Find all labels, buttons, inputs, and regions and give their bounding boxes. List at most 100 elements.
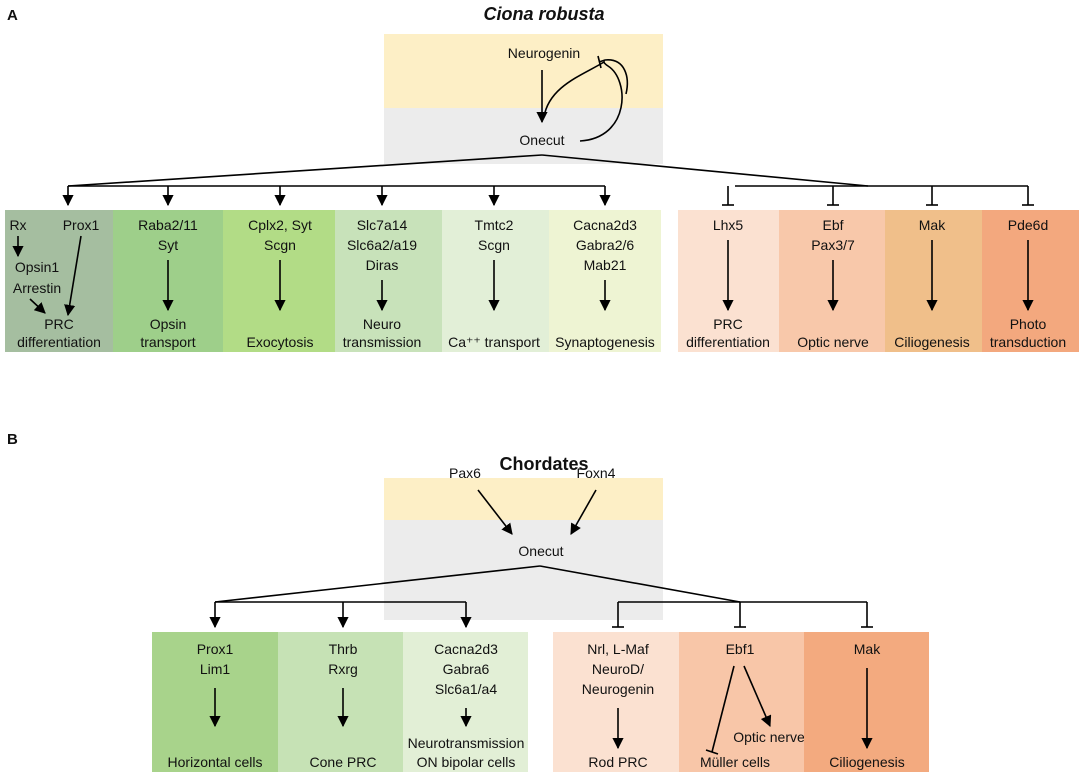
feedback-loop-top [598, 59, 629, 95]
gene-label: Arrestin [13, 280, 61, 296]
function-label: Neuro [363, 316, 401, 332]
panel-b: B Chordates Pax6 Foxn4 Onecut Prox1Lim1H… [7, 431, 929, 772]
gene-label: Cplx2, Syt [248, 217, 312, 233]
panel-a-title: Ciona robusta [483, 4, 604, 24]
gene-label: Ebf [822, 217, 843, 233]
node-pax6: Pax6 [449, 465, 481, 481]
gene-label: Opsin1 [15, 259, 60, 275]
gene-label: Pde6d [1008, 217, 1048, 233]
panel-b-title: Chordates [499, 454, 588, 474]
gene-label: Mak [919, 217, 946, 233]
arrow [64, 235, 82, 317]
node-onecut-a: Onecut [519, 132, 564, 148]
gene-label: Tmtc2 [475, 217, 514, 233]
gene-label: Cacna2d3 [434, 641, 498, 657]
function-label: Synaptogenesis [555, 334, 655, 350]
node-foxn4: Foxn4 [577, 465, 616, 481]
gene-label: Thrb [329, 641, 358, 657]
function-label: Exocytosis [247, 334, 314, 350]
gene-label: Scgn [478, 237, 510, 253]
column-bg [982, 210, 1079, 352]
function-label: differentiation [686, 334, 770, 350]
panel-b-tree [214, 565, 867, 603]
function-label: transmission [343, 334, 422, 350]
function-label: differentiation [17, 334, 101, 350]
gene-label: Gabra6 [443, 661, 490, 677]
function-label: PRC [713, 316, 743, 332]
gene-label: Slc7a14 [357, 217, 408, 233]
column-bg [5, 210, 113, 352]
function-label: Ciliogenesis [829, 754, 904, 770]
inhibit-ebf1-muller [711, 665, 735, 753]
function-label: Neurotransmission [408, 735, 525, 751]
panel-a-lower-box [384, 108, 663, 164]
function-label: PRC [44, 316, 74, 332]
panel-b-lower-box [384, 520, 663, 620]
column-bg [885, 210, 982, 352]
panel-a-letter: A [7, 7, 18, 24]
repression-bar [705, 749, 719, 755]
gene-label: Slc6a2/a19 [347, 237, 417, 253]
gene-label: Rxrg [328, 661, 358, 677]
column-bg [403, 632, 528, 772]
gene-label: Raba2/11 [138, 217, 198, 233]
column-bg [442, 210, 549, 352]
node-onecut-b: Onecut [518, 543, 563, 559]
function-label: Ciliogenesis [894, 334, 969, 350]
column-bg [335, 210, 442, 352]
gene-label: Cacna2d3 [573, 217, 637, 233]
function-label: transduction [990, 334, 1066, 350]
feedback-loop-onecut-neurogenin [543, 60, 623, 142]
gene-label: Mak [854, 641, 881, 657]
column-bg [278, 632, 403, 772]
panel-a-upper-box [384, 34, 663, 108]
panel-b-letter: B [7, 431, 18, 448]
panel-b-upper-box-ext [384, 478, 663, 520]
gene-label: Ebf1 [726, 641, 755, 657]
arrow-foxn4-onecut [570, 489, 597, 535]
gene-label: Neurogenin [582, 681, 654, 697]
function-label: Opsin [150, 316, 187, 332]
function-label: transport [140, 334, 195, 350]
gene-label: Scgn [264, 237, 296, 253]
gene-label: Gabra2/6 [576, 237, 635, 253]
gene-label: Diras [366, 257, 399, 273]
gene-label: Mab21 [584, 257, 627, 273]
column-bg [779, 210, 885, 352]
function-label: Ca⁺⁺ transport [448, 334, 540, 350]
function-label: ON bipolar cells [417, 754, 516, 770]
arrow [29, 298, 46, 314]
function-label: Photo [1010, 316, 1047, 332]
arrow-ebf1-optic-nerve [743, 665, 772, 728]
function-label: Horizontal cells [168, 754, 263, 770]
column-bg [679, 632, 804, 772]
gene-label: Lhx5 [713, 217, 744, 233]
gene-label: Prox1 [197, 641, 234, 657]
gene-label: Nrl, L-Maf [587, 641, 649, 657]
gene-label: Prox1 [63, 217, 100, 233]
gene-label: Pax3/7 [811, 237, 855, 253]
arrow-pax6-onecut [477, 489, 513, 535]
gene-label: NeuroD/ [592, 661, 644, 677]
gene-label: Slc6a1/a4 [435, 681, 497, 697]
function-label: Optic nerve [733, 729, 805, 745]
gene-label: Syt [158, 237, 178, 253]
panel-a-tree [67, 154, 1028, 187]
panel-b-activated-column: Cacna2d3Gabra6Slc6a1/a4Neurotransmission… [403, 602, 528, 772]
